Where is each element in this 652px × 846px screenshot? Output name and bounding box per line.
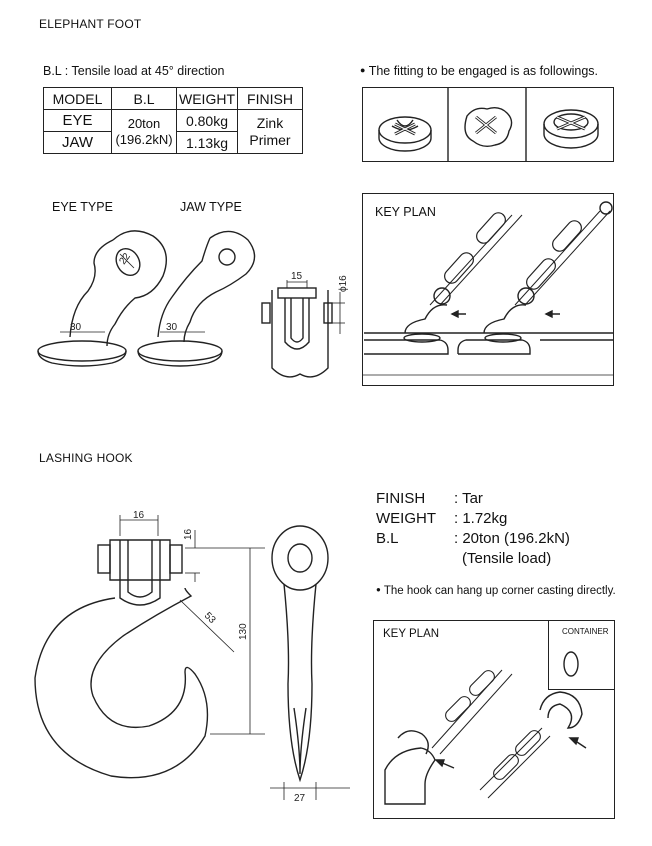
fitting-dome-icon [543, 109, 599, 149]
dim-hook-height: 130 [238, 623, 249, 640]
table-cell-weight-eye: 0.80kg [176, 109, 238, 132]
table-header-row: MODEL B.L WEIGHT FINISH [43, 87, 303, 110]
key-plan-label-1: KEY PLAN [375, 205, 436, 219]
eye-type-label: EYE TYPE [52, 200, 113, 214]
fitting-round-icon [378, 116, 432, 152]
hook-bl-row: B.L : 20ton (196.2kN) [376, 529, 570, 549]
hook-finish-row: FINISH : Tar [376, 489, 570, 509]
key-plan-frame-1 [362, 193, 614, 386]
fitting-note: ● The fitting to be engaged is as follow… [360, 64, 598, 78]
finish-value-2: Primer [249, 131, 291, 148]
spec-table: MODEL B.L WEIGHT FINISH EYE 20ton (196.2… [43, 87, 303, 154]
fitting-note-text: The fitting to be engaged is as followin… [368, 64, 598, 78]
dim-jaw-width: 15 [291, 271, 303, 282]
hook-note-text: The hook can hang up corner casting dire… [383, 585, 616, 597]
table-cell-finish: Zink Primer [237, 109, 303, 154]
table-row: JAW 1.13kg [43, 131, 303, 154]
finish-value-1: Zink [256, 114, 284, 131]
section-title-lashing-hook: LASHING HOOK [39, 451, 133, 465]
lashing-hook-drawing [34, 515, 265, 779]
jaw-side-view [261, 280, 345, 378]
fitting-irregular-icon [464, 106, 513, 148]
container-box [548, 620, 615, 690]
key-plan-2-drawing [384, 651, 587, 805]
bl-value-kn: (196.2kN) [115, 131, 173, 147]
hook-bl-key: B.L [376, 530, 399, 547]
table-cell-bl: 20ton (196.2kN) [111, 109, 177, 154]
bullet-icon: ● [376, 585, 381, 594]
bl-value: 20ton [127, 115, 161, 131]
jaw-type-label: JAW TYPE [180, 200, 242, 214]
container-label: CONTAINER [562, 627, 609, 636]
section-title-elephant-foot: ELEPHANT FOOT [39, 17, 142, 31]
hook-finish-value: : Tar [454, 490, 483, 507]
table-cell-weight-jaw: 1.13kg [176, 131, 238, 154]
hook-finish-key: FINISH [376, 490, 426, 507]
hook-weight-key: WEIGHT [376, 510, 436, 527]
bullet-icon: ● [360, 65, 366, 75]
hook-bl-note: (Tensile load) [462, 550, 552, 567]
table-cell-model-jaw: JAW [43, 131, 112, 154]
eye-type-drawing [37, 230, 167, 367]
hook-specs: FINISH : Tar WEIGHT : 1.72kg B.L : 20ton (1… [376, 489, 570, 569]
bl-note: B.L : Tensile load at 45° direction [43, 64, 225, 78]
dim-jaw-base: 30 [166, 322, 178, 333]
hook-weight-value: : 1.72kg [454, 510, 508, 527]
table-row: EYE 20ton (196.2kN) 0.80kg Zink Primer [43, 109, 303, 154]
dim-eye-base: 30 [70, 322, 82, 333]
dim-pin-dia: ϕ16 [338, 275, 349, 292]
hook-weight-row: WEIGHT : 1.72kg [376, 509, 570, 529]
hook-bl-value: : 20ton (196.2kN) [454, 530, 570, 547]
fittings-panel [362, 87, 614, 162]
dim-hook-top-width: 16 [133, 510, 145, 521]
dim-hook-top-gap: 16 [183, 528, 194, 540]
jaw-type-drawing [137, 230, 256, 367]
hook-note: ● The hook can hang up corner casting di… [376, 585, 616, 597]
key-plan-label-2: KEY PLAN [383, 628, 440, 640]
key-plan-frame-2 [373, 620, 615, 819]
table-header-bl: B.L [111, 87, 177, 110]
hook-bl-note-row: (Tensile load) [376, 549, 570, 569]
dim-hook-shank: 27 [294, 793, 306, 804]
key-plan-1-drawing [364, 201, 614, 355]
hook-side-view [270, 525, 350, 800]
